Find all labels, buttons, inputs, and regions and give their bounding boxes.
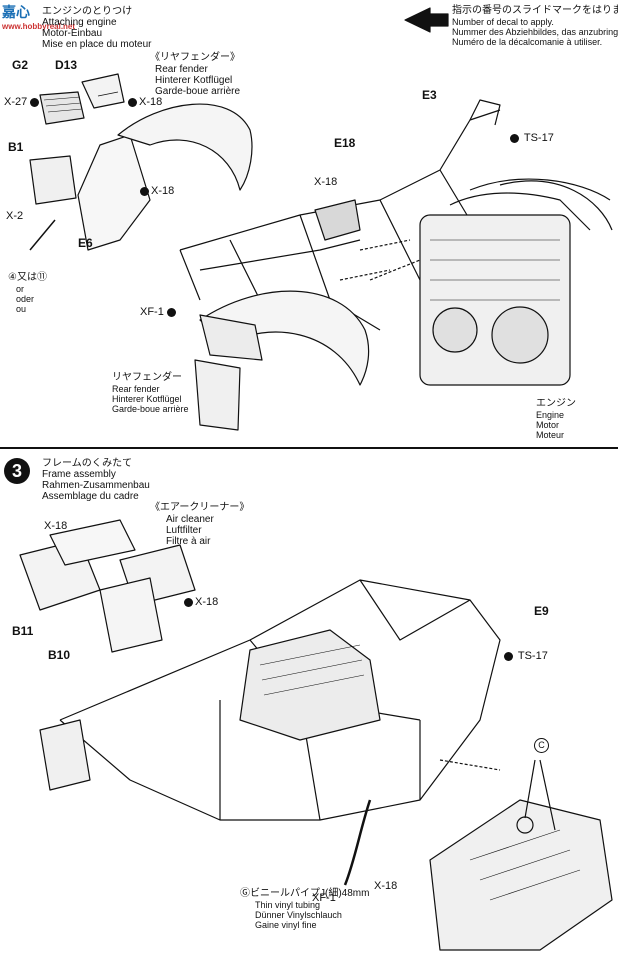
- paint-icon: [510, 133, 519, 143]
- decal-note-de: Nummer des Abziehbildes, das anzubringen…: [452, 27, 618, 37]
- screw-x18-c: X-18: [314, 176, 338, 188]
- bracket-e18: [314, 199, 361, 241]
- screw-x18-step3-b: X-18: [184, 596, 218, 608]
- fender-box: [199, 314, 263, 361]
- engine: [419, 178, 613, 386]
- or-note-de: oder: [16, 294, 35, 304]
- engine-step3: [239, 629, 381, 741]
- step2-title-jp: エンジンのとりつけ: [42, 6, 133, 17]
- part-e9: E9: [534, 604, 549, 618]
- part-g2: G2: [12, 58, 29, 72]
- paint-xf1-step3: XF-1: [312, 892, 336, 904]
- or-note: ④又は⑪: [8, 272, 47, 283]
- taillight-g2: [39, 91, 85, 125]
- screw-icon: [184, 597, 193, 607]
- engine-jp: エンジン: [536, 398, 576, 409]
- section-divider: [0, 447, 618, 449]
- air-cleaner-en: Air cleaner: [166, 514, 214, 525]
- rear-fender-bottom-de: Hinterer Kotflügel: [112, 394, 182, 404]
- vinyl-de: Dünner Vinylschlauch: [255, 910, 342, 920]
- step2-title-de: Motor-Einbau: [42, 28, 103, 39]
- air-cleaner-de: Luftfilter: [166, 525, 202, 536]
- step3-title-fr: Assemblage du cadre: [42, 491, 139, 502]
- step2-title-fr: Mise en place du moteur: [42, 39, 152, 50]
- part-b10: B10: [48, 648, 71, 662]
- bracket-d13: [81, 73, 125, 109]
- paint-xf1: XF-1: [140, 306, 178, 318]
- screw-x18-a: X-18: [128, 96, 162, 108]
- step2-title-en: Attaching engine: [42, 17, 117, 28]
- part-b11: B11: [12, 624, 34, 638]
- paint-icon: [504, 651, 513, 661]
- screw-x2: X-2: [6, 210, 24, 222]
- screw-x18-step3-c: X-18: [374, 880, 398, 892]
- air-cleaner-jp: 《エアークリーナー》: [150, 502, 250, 513]
- step3-number: 3: [4, 458, 30, 484]
- paint-ts17-step3: TS-17: [504, 650, 548, 662]
- screw-x18-step3-a: X-18: [44, 520, 68, 532]
- rear-fender-top-de: Hinterer Kotflügel: [155, 75, 233, 86]
- engine-fr: Moteur: [536, 430, 565, 440]
- screw-x18-b: X-18: [140, 185, 174, 197]
- screw-x27: X-27: [4, 96, 41, 108]
- part-e6: E6: [78, 236, 93, 250]
- or-note-en: or: [16, 284, 25, 294]
- paint-ts17: TS-17: [510, 132, 554, 144]
- license-plate-b1: [29, 155, 77, 205]
- step3-title-jp: フレームのくみたて: [42, 458, 133, 469]
- screw-icon: [128, 97, 137, 107]
- rear-fender-top-fr: Garde-boue arrière: [155, 86, 241, 97]
- rear-fender-top: [117, 103, 253, 191]
- part-e18: E18: [334, 136, 356, 150]
- rear-fender-top-en: Rear fender: [155, 64, 208, 75]
- step3-title-de: Rahmen-Zusammenbau: [42, 480, 150, 491]
- step3-title-en: Frame assembly: [42, 469, 116, 480]
- vinyl-tube: [343, 799, 372, 886]
- part-e3: E3: [422, 88, 437, 102]
- decal-note-jp: 指示の番号のスライドマークをはります。: [452, 5, 618, 16]
- rear-fender-bottom: [199, 290, 370, 386]
- decal-note-fr: Numéro de la décalcomanie à utiliser.: [452, 37, 603, 47]
- rear-fender-top-jp: 《リヤフェンダー》: [150, 52, 240, 63]
- rear-fender-bottom-fr: Garde-boue arrière: [112, 404, 189, 414]
- vinyl-fr: Gaine vinyl fine: [255, 920, 317, 930]
- part-d13: D13: [55, 58, 78, 72]
- air-cleaner-fr: Filtre à air: [166, 536, 211, 547]
- rear-fender-bottom-en: Rear fender: [112, 384, 160, 394]
- paint-icon: [166, 307, 176, 317]
- air-cleaner-b10: [99, 577, 163, 653]
- detail-c: [429, 759, 613, 951]
- part-b1: B1: [8, 140, 24, 154]
- rear-fender-bottom-jp: リヤフェンダー: [112, 372, 182, 383]
- vinyl-en: Thin vinyl tubing: [255, 900, 321, 910]
- vinyl-jp: ⒼビニールパイプJ(細)48mm: [240, 888, 370, 899]
- decal-note-en: Number of decal to apply.: [452, 17, 554, 27]
- screw-icon: [140, 186, 149, 196]
- engine-de: Motor: [536, 420, 560, 430]
- watermark-logo: 嘉心: [2, 4, 30, 20]
- screw-icon: [30, 97, 40, 107]
- or-note-fr: ou: [16, 304, 27, 314]
- callout-c: C: [534, 738, 549, 753]
- engine-en: Engine: [536, 410, 565, 420]
- watermark-url: www.hobbyreal.net: [2, 22, 76, 31]
